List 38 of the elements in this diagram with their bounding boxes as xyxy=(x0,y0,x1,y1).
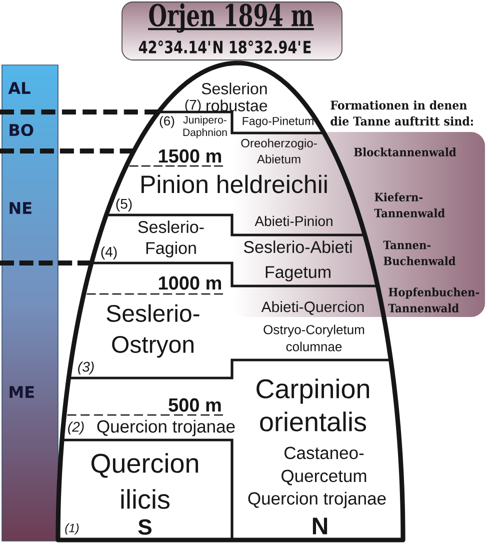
title-text: Orjen 1894 m xyxy=(148,3,314,33)
community-name: Seslerio-Abieti Fagetum xyxy=(244,240,352,282)
zone-number: (4) xyxy=(101,246,117,260)
formation-name: Blocktannenwald xyxy=(354,148,456,156)
zone-number: (5) xyxy=(116,198,132,212)
side-letter: S xyxy=(138,519,152,535)
zone-number: (2) xyxy=(68,421,84,435)
side-letter: N xyxy=(312,518,328,534)
coordinates-text: 42°34.14'N 18°32.94'E xyxy=(138,40,311,54)
belt-abbreviation: ME xyxy=(10,386,34,398)
belt-abbreviation: NE xyxy=(10,202,32,214)
zone-number: (1) xyxy=(65,523,79,535)
community-name: Seslerion robustae xyxy=(202,82,268,112)
altitude-label: 1000 m xyxy=(158,276,221,290)
community-name: Seslerio-Ostryon xyxy=(106,304,200,358)
panel-heading: Formationen in denen die Tanne auftritt sind: xyxy=(330,100,473,126)
altitude-label: 500 m xyxy=(168,398,221,412)
belt-abbreviation: AL xyxy=(8,82,30,94)
community-name: Pinion heldreichii xyxy=(142,174,327,194)
zone-number: (6) xyxy=(160,116,174,128)
community-name: Quercion ilicis xyxy=(92,453,198,509)
community-name: Castaneo-Quercetum xyxy=(282,446,366,486)
formation-name: Kiefern-Tannenwald xyxy=(374,192,445,218)
zone-number: (3) xyxy=(78,361,94,375)
altitude-label: 1500 m xyxy=(158,149,221,163)
community-name: Oreoherzogio-Abietum xyxy=(241,138,317,164)
formation-name: Hopfenbuchen-Tannenwald xyxy=(388,288,480,312)
community-name: Carpinion orientalis xyxy=(256,378,369,432)
community-name: Junipero-Daphnion xyxy=(183,116,227,138)
community-name: Fago-Pinetum xyxy=(242,116,314,128)
community-name: Abieti-Quercion xyxy=(261,301,364,315)
community-name: Abieti-Pinion xyxy=(254,216,332,226)
belt-abbreviation: BO xyxy=(10,124,34,136)
formation-name: Tannen-Buchenwald xyxy=(383,240,456,266)
community-name: Quercion trojanae xyxy=(248,492,386,508)
community-name: Seslerio-Fagion xyxy=(138,220,204,258)
community-name: Quercion trojanae xyxy=(97,420,235,436)
community-name: Ostryo-Coryletum columnae xyxy=(264,324,364,352)
